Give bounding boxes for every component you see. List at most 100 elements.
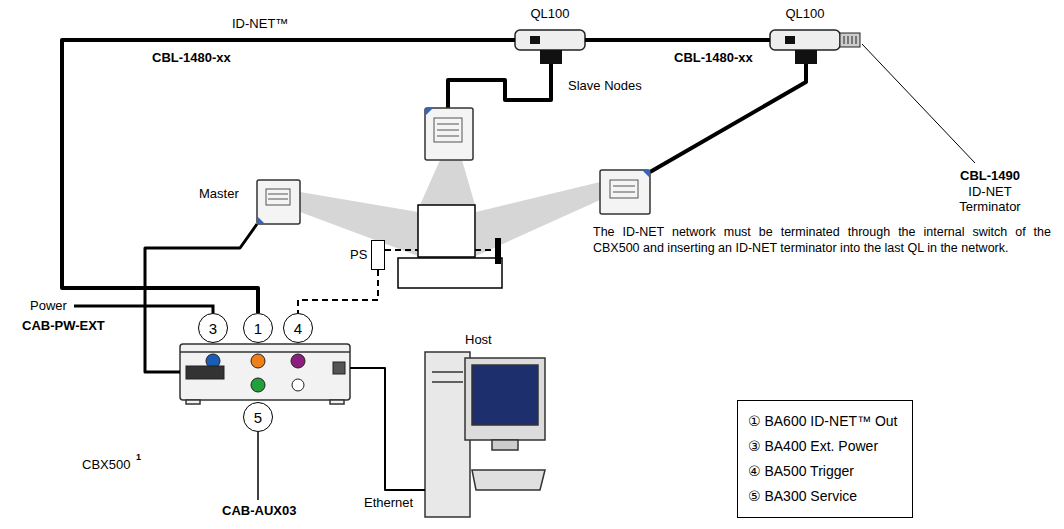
scanner-detail [266,189,290,205]
host-computer [492,440,518,450]
callout-digit: 4 [294,320,302,337]
ql100-connector: QL100 [770,28,840,52]
callout-number: 1 [243,313,273,343]
cbx500-connector [251,378,265,392]
connector-key: ① BA600 ID-NET™ Out③ BA400 Ext. Power④ B… [737,400,913,518]
scanner [257,108,650,224]
ql100-stub [785,36,795,44]
conveyed-object [398,205,502,288]
host-computer [432,371,463,373]
network-name: ID-NET™ [232,16,288,31]
ql100-stub [530,36,817,64]
cable-name: CBL-1480-xx [672,50,755,65]
cable-name: CAB-AUX03 [222,503,296,518]
ql100-stub [795,50,817,64]
cbx500-connector [291,354,305,368]
scan-beam [300,160,600,256]
terminator-plug [840,33,860,47]
scanner-corner [425,108,433,116]
node-heading: PS [350,247,367,262]
cable [62,40,515,313]
scanner [600,170,650,214]
scanner-detail [268,199,288,200]
host-computer [472,470,545,490]
ql100-connector: QL100 [515,28,585,52]
key-entry: ① BA600 ID-NET™ Out [748,409,900,434]
scan-beam [476,182,600,256]
terminator-plug [840,33,860,47]
master-scanner: Master [257,180,300,224]
signal-name: Power [30,298,67,313]
scanner-corner [642,170,650,178]
key-entry: ④ BA500 Trigger [748,459,900,484]
scan-beam [420,160,475,205]
cbx500-connector [292,379,304,391]
scan-beam [300,192,418,256]
cbx500-housing [180,344,350,400]
node-heading: QL100 [785,6,824,21]
scanner-detail [610,180,638,198]
cable-name: Ethernet [362,495,415,510]
scanner-detail [434,118,462,142]
cbx500-connector [251,354,265,368]
slave-cable [650,64,806,172]
slave-cable [448,64,806,172]
callout-digit: 1 [254,320,262,337]
reflector [495,238,501,264]
terminator-plug [848,36,849,44]
scanner-detail [613,186,635,187]
cable-name: CAB-PW-EXT [22,318,105,333]
scanner-detail [613,192,635,193]
scanner-detail [268,194,288,195]
host-computer [425,352,470,517]
scanner-corner [257,108,650,224]
node-heading: Master [199,186,239,201]
terminator-plug [852,36,853,44]
conveyed-object [398,258,502,288]
cbx500-connector [333,362,345,374]
cable [298,270,378,313]
scanner [425,108,473,160]
cbx500-connector [186,366,224,379]
node-heading: 1 [136,452,141,462]
cbx500-connector [186,354,345,392]
leader-line [862,44,975,163]
scanner [257,180,300,224]
cable [585,38,770,42]
cbx500-box: CBX5001 [180,344,350,400]
ql100-connector [515,30,840,50]
scanner-detail [266,118,638,205]
conveyed-object [418,205,475,257]
callout-digit: 5 [254,409,262,426]
ql100-stub [540,50,562,64]
scanner-corner [257,216,265,224]
key-entry: ③ BA400 Ext. Power [748,434,900,459]
cbx500-housing [330,400,344,404]
ql100-stub [530,36,540,44]
host-computer: Host [425,352,547,520]
node-heading: CBX500 [82,457,130,472]
part-name: ID-NET Terminator [950,184,1030,214]
terminator-plug [856,36,857,44]
cable-name: CBL-1480-xx [150,50,233,65]
ql100-connector [515,30,585,50]
key-entry: ⑤ BA300 Service [748,484,900,509]
slave-cable [448,64,551,110]
leader-line [862,44,975,163]
cbx500-housing [186,400,200,404]
node-note: Slave Nodes [568,78,642,93]
host-computer [472,365,538,425]
scanner-detail [437,130,459,131]
node-heading: QL100 [530,6,569,21]
node-heading: Host [465,332,492,347]
host-computer [425,352,545,517]
callout-number: 5 [243,402,273,432]
aux-cable [257,432,259,500]
callout-number: 3 [198,313,228,343]
callout-number: 4 [283,313,313,343]
scanner-detail [437,136,459,137]
cable [350,368,425,490]
cbx500-housing [180,351,350,353]
cbx500-housing [180,344,350,404]
aux-cable [257,432,259,500]
